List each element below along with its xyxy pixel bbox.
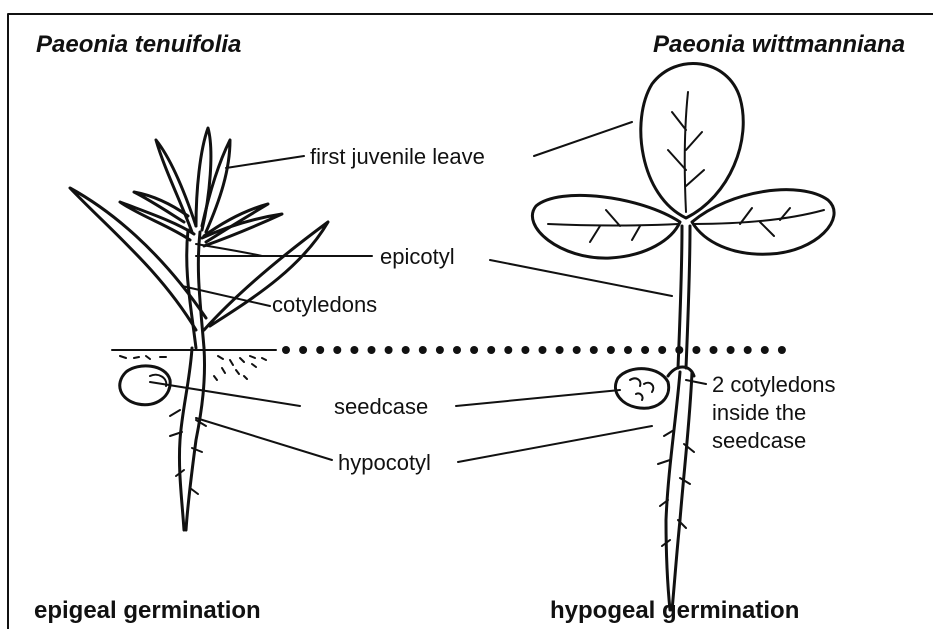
soil-dot (573, 346, 581, 354)
soil-dot (299, 346, 307, 354)
soil-dot (368, 346, 376, 354)
left-hypocotyl (179, 348, 192, 530)
soil-dot (470, 346, 478, 354)
soil-dot (539, 346, 547, 354)
label-epicotyl: epicotyl (380, 244, 455, 269)
right-plant-drawing (532, 63, 834, 610)
soil-dot (282, 346, 290, 354)
soil-dot (487, 346, 495, 354)
caption-epigeal-germination: epigeal germination (34, 597, 261, 624)
soil-dot (504, 346, 512, 354)
caption-hypogeal-germination: hypogeal germination (550, 597, 799, 624)
soil-dotted-line (282, 346, 786, 354)
soil-dot (710, 346, 718, 354)
soil-dot (350, 346, 358, 354)
soil-dot (727, 346, 735, 354)
leader-first-juvenile-left (226, 156, 304, 168)
soil-dot (675, 346, 683, 354)
title-left: Paeonia tenuifolia (36, 31, 241, 58)
right-leaf-left (532, 195, 680, 258)
soil-dot (402, 346, 410, 354)
soil-dot (641, 346, 649, 354)
left-soil-speckles (120, 356, 266, 380)
soil-dot (419, 346, 427, 354)
soil-dot (658, 346, 666, 354)
soil-dot (521, 346, 529, 354)
label-two-cotyledons-line2: inside the (712, 400, 806, 425)
soil-dot (453, 346, 461, 354)
leader-two-cotyledons (686, 380, 706, 384)
frame-border (8, 14, 933, 629)
soil-dot (761, 346, 769, 354)
label-hypocotyl: hypocotyl (338, 450, 431, 475)
label-two-cotyledons-line1: 2 cotyledons (712, 372, 836, 397)
leader-first-juvenile-right (534, 122, 632, 156)
soil-dot (556, 346, 564, 354)
leader-epicotyl-right (490, 260, 672, 296)
soil-dot (744, 346, 752, 354)
soil-dot (778, 346, 786, 354)
leader-hypocotyl-right (458, 426, 652, 462)
soil-dot (436, 346, 444, 354)
label-seedcase: seedcase (334, 394, 428, 419)
soil-dot (692, 346, 700, 354)
leader-seedcase-right (456, 390, 620, 406)
soil-dot (590, 346, 598, 354)
soil-dot (624, 346, 632, 354)
right-leaf-top (641, 63, 743, 218)
left-plant-drawing (70, 128, 328, 530)
soil-dot (316, 346, 324, 354)
title-right: Paeonia wittmanniana (653, 31, 905, 58)
right-root (666, 372, 680, 610)
label-two-cotyledons-line3: seedcase (712, 428, 806, 453)
soil-dot (333, 346, 341, 354)
left-seedcase (120, 366, 170, 405)
leader-hypocotyl-left (196, 418, 332, 460)
label-first-juvenile-leave: first juvenile leave (310, 144, 485, 169)
soil-dot (607, 346, 615, 354)
label-cotyledons: cotyledons (272, 292, 377, 317)
right-seedcase (615, 369, 668, 409)
leader-seedcase-left (150, 382, 300, 406)
soil-dot (385, 346, 393, 354)
